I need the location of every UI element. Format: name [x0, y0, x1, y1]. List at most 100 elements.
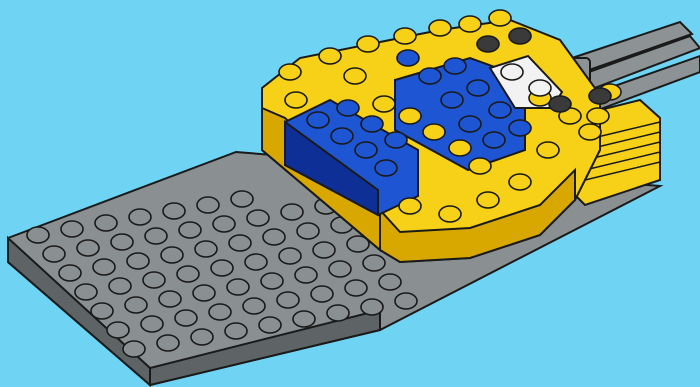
baseplate-stud — [225, 323, 247, 339]
blue-stud — [375, 160, 397, 176]
baseplate-stud — [229, 235, 251, 251]
baseplate-stud — [213, 216, 235, 232]
yellow-stud — [279, 64, 301, 80]
baseplate-stud — [279, 248, 301, 264]
baseplate-stud — [93, 259, 115, 275]
baseplate-stud — [61, 221, 83, 237]
baseplate-stud — [295, 267, 317, 283]
baseplate-stud — [43, 246, 65, 262]
baseplate-stud — [129, 209, 151, 225]
baseplate-stud — [361, 299, 383, 315]
baseplate-stud — [193, 285, 215, 301]
baseplate-stud — [345, 280, 367, 296]
baseplate-stud — [327, 305, 349, 321]
baseplate-stud — [297, 223, 319, 239]
yellow-stud — [344, 68, 366, 84]
yellow-stud — [285, 92, 307, 108]
yellow-stud — [357, 36, 379, 52]
baseplate-stud — [259, 317, 281, 333]
baseplate-stud — [161, 247, 183, 263]
baseplate-stud — [157, 335, 179, 351]
blue-stud — [441, 92, 463, 108]
baseplate-stud — [159, 291, 181, 307]
yellow-stud — [489, 10, 511, 26]
baseplate-stud — [277, 292, 299, 308]
baseplate-stud — [197, 197, 219, 213]
yellow-stud — [449, 140, 471, 156]
blue-stud — [489, 102, 511, 118]
baseplate-stud — [175, 310, 197, 326]
yellow-stud — [459, 16, 481, 32]
blue-stud — [459, 116, 481, 132]
baseplate-stud — [179, 222, 201, 238]
baseplate-stud — [123, 341, 145, 357]
yellow-stud — [423, 124, 445, 140]
baseplate-stud — [111, 234, 133, 250]
yellow-stud — [587, 108, 609, 124]
yellow-stud — [439, 206, 461, 222]
baseplate-stud — [145, 228, 167, 244]
blue-stud — [385, 132, 407, 148]
baseplate-stud — [363, 255, 385, 271]
baseplate-stud — [109, 278, 131, 294]
yellow-stud — [319, 48, 341, 64]
baseplate-stud — [141, 316, 163, 332]
blue-stud — [467, 80, 489, 96]
baseplate-stud — [125, 297, 147, 313]
baseplate-stud — [247, 210, 269, 226]
baseplate-stud — [107, 322, 129, 338]
yellow-stud — [477, 192, 499, 208]
yellow-stud — [509, 174, 531, 190]
yellow-stud — [429, 20, 451, 36]
yellow-stud — [399, 108, 421, 124]
black-stud — [549, 96, 571, 112]
baseplate-stud — [75, 284, 97, 300]
yellow-stud — [579, 124, 601, 140]
blue-stud — [361, 116, 383, 132]
yellow-stud — [469, 158, 491, 174]
baseplate-stud — [143, 272, 165, 288]
baseplate-stud — [261, 273, 283, 289]
baseplate-stud — [281, 204, 303, 220]
baseplate-stud — [263, 229, 285, 245]
baseplate-stud — [177, 266, 199, 282]
yellow-stud — [399, 198, 421, 214]
yellow-stud — [394, 28, 416, 44]
black-stud — [589, 88, 611, 104]
baseplate-stud — [311, 286, 333, 302]
white-stud — [529, 80, 551, 96]
baseplate-stud — [95, 215, 117, 231]
blue-stud — [337, 100, 359, 116]
baseplate-stud — [77, 240, 99, 256]
baseplate-stud — [329, 261, 351, 277]
blue-stud — [483, 132, 505, 148]
baseplate-stud — [227, 279, 249, 295]
yellow-stud — [537, 142, 559, 158]
black-stud — [509, 28, 531, 44]
baseplate-stud — [127, 253, 149, 269]
blue-stud — [355, 142, 377, 158]
baseplate-stud — [191, 329, 213, 345]
blue-stud — [397, 50, 419, 66]
yellow-stud — [373, 96, 395, 112]
baseplate-stud — [163, 203, 185, 219]
blue-stud — [307, 112, 329, 128]
baseplate-stud — [59, 265, 81, 281]
baseplate-stud — [91, 303, 113, 319]
baseplate-stud — [243, 298, 265, 314]
baseplate-stud — [245, 254, 267, 270]
baseplate-stud — [379, 274, 401, 290]
white-stud — [501, 64, 523, 80]
blue-stud — [444, 58, 466, 74]
baseplate-stud — [209, 304, 231, 320]
baseplate-stud — [395, 293, 417, 309]
baseplate-stud — [195, 241, 217, 257]
blue-stud — [331, 128, 353, 144]
baseplate-stud — [211, 260, 233, 276]
baseplate-stud — [231, 191, 253, 207]
blue-stud — [509, 120, 531, 136]
black-stud — [477, 36, 499, 52]
baseplate-stud — [293, 311, 315, 327]
baseplate-stud — [313, 242, 335, 258]
